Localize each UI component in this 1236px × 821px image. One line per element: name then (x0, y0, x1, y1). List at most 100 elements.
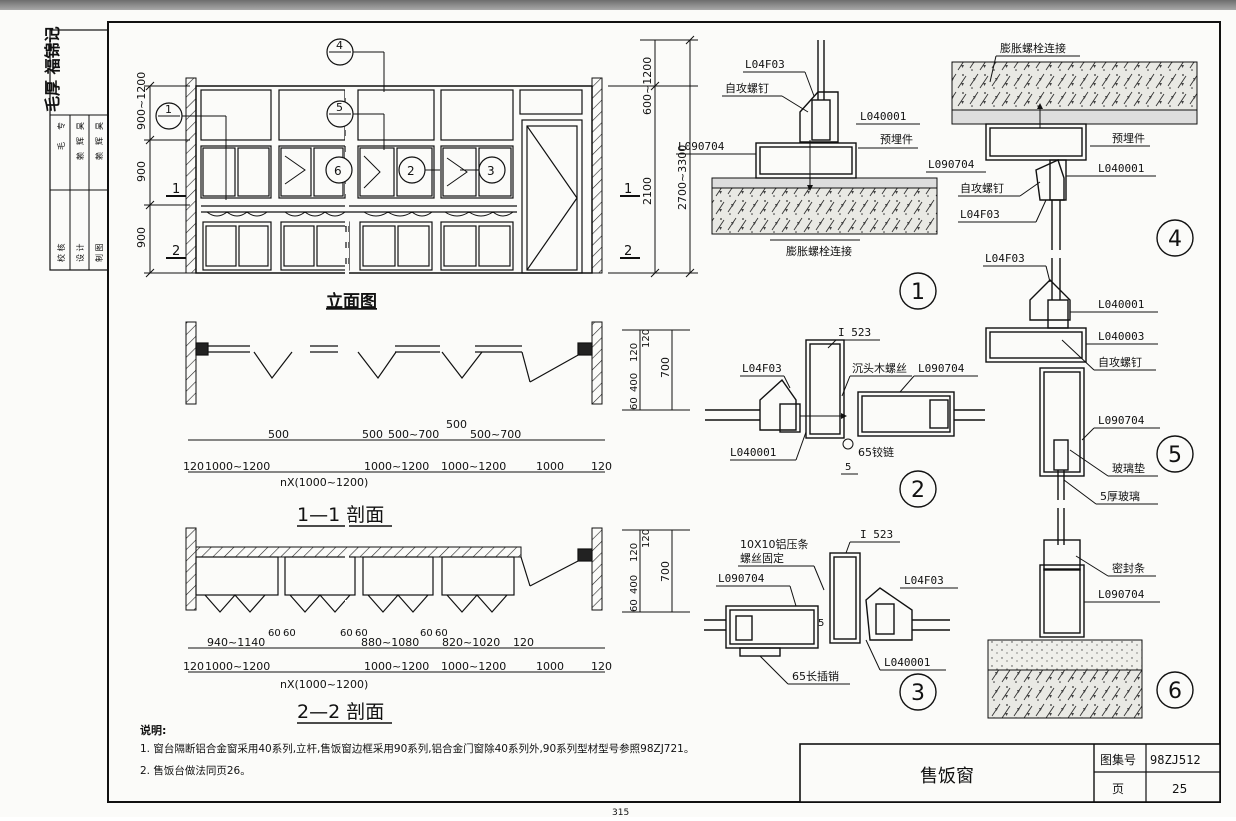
s2-dim-b4: 1000~1200 (441, 660, 506, 673)
d6-label-L090704: L090704 (1098, 588, 1145, 601)
notes: 说明: 1. 窗台隔断铝合金窗采用40系列,立杆,售饭窗边框采用90系列,铝合金… (140, 723, 694, 777)
s1-dim-b3: 1000~1200 (364, 460, 429, 473)
d3-label-bolt: 65长插销 (792, 669, 839, 683)
sign-label-design: 设 计 (75, 243, 85, 262)
elev-callout-2: 2 (407, 164, 415, 178)
s2-dim-top-3: 60 (283, 628, 296, 639)
s2-dim-b6: 120 (591, 660, 612, 673)
s2-dim-top-2: 60 (268, 628, 281, 639)
s1-dim-total-v: 700 (659, 357, 672, 378)
d4-label-L040001: L040001 (1098, 162, 1144, 175)
d3-label-5: 5 (818, 618, 824, 629)
sign-name-3: 昊 (76, 122, 85, 130)
section-2-title: 2—2 剖面 (297, 701, 384, 723)
s2-dim-b1: 120 (183, 660, 204, 673)
d3-label-L090704: L090704 (718, 572, 765, 585)
s1-dim-b2: 1000~1200 (205, 460, 270, 473)
atlas-number: 98ZJ512 (1150, 753, 1201, 767)
section-mark-2-left: 2 (172, 244, 180, 259)
s1-dim-top-2: 500 (362, 428, 383, 441)
s2-dim-top-4: 60 (340, 628, 353, 639)
detail-5: L04F03 L040001 L040003 自攻螺钉 L090704 玻璃垫 … (983, 252, 1194, 505)
d5-label-L040001: L040001 (1098, 298, 1144, 311)
elevation-title: 立面图 (326, 291, 377, 312)
title-block: 售饭窗 图集号 98ZJ512 页 25 (799, 743, 1221, 803)
sign-name-4: 赖 (94, 152, 104, 160)
note-2: 2. 售饭台做法同页26。 (140, 764, 251, 777)
detail-1: L04F03 自攻螺钉 L040001 L090704 预埋件 膨胀螺栓连接 1 (676, 40, 938, 310)
s1-dim-v2: 120 (641, 329, 652, 348)
s2-dim-b3: 1000~1200 (364, 660, 429, 673)
s2-dim-total-v: 700 (659, 561, 672, 582)
d5-label-screw: 自攻螺钉 (1098, 355, 1142, 369)
scanner-top-bar (0, 0, 1236, 10)
d5-label-L090704: L090704 (1098, 414, 1145, 427)
sign-role-2: 专 (56, 122, 66, 130)
elev-dim-right-total: 2700~3300 (676, 145, 689, 210)
sign-name-6: 昊 (95, 122, 104, 130)
d1-label-screw: 自攻螺钉 (725, 81, 769, 95)
d1-label-embed: 预埋件 (880, 133, 913, 146)
sign-name-1: 赖 (75, 152, 85, 160)
s2-dim-top-9: 820~1020 (442, 636, 500, 649)
section-2-view: 120 400 60 120 700 940~1140 60 60 60 60 … (183, 520, 690, 724)
s1-dim-v3: 400 (629, 373, 640, 392)
d2-number: 2 (911, 478, 925, 503)
elev-callout-3: 3 (487, 164, 495, 178)
section-1-title: 1—1 剖面 (297, 504, 384, 526)
s2-dim-v2: 120 (641, 529, 652, 548)
d1-label-L040001: L040001 (860, 110, 906, 123)
d3-number: 3 (911, 681, 925, 706)
d3-label-L04F03: L04F03 (904, 574, 944, 587)
s1-dim-b5: 1000 (536, 460, 564, 473)
s2-dim-top-7: 60 (420, 628, 433, 639)
d5-label-pad: 玻璃垫 (1112, 461, 1145, 475)
d4-label-L04F03: L04F03 (960, 208, 1000, 221)
d1-label-bolt: 膨胀螺栓连接 (786, 244, 852, 258)
sign-name-5: 辉 (95, 137, 104, 145)
d1-label-L090704: L090704 (678, 140, 725, 153)
s2-dim-v1: 120 (629, 543, 640, 562)
page-number: 25 (1172, 782, 1187, 796)
section-mark-2-right: 2 (624, 244, 632, 259)
s1-dim-v1: 120 (629, 343, 640, 362)
elev-dim-left-2: 900 (135, 161, 148, 182)
section-mark-1-right: 1 (624, 182, 632, 197)
title-text: 售饭窗 (920, 766, 974, 787)
elev-callout-1: 1 (165, 103, 172, 116)
handwritten-signature: 毛厚 福锦记 (43, 26, 62, 112)
s1-dim-b6: 120 (591, 460, 612, 473)
elev-callout-5: 5 (336, 101, 343, 114)
d3-label-strip: 10X10铝压条 (740, 537, 809, 551)
s2-dim-v3: 400 (629, 575, 640, 594)
s2-dim-top-10: 120 (513, 636, 534, 649)
detail-3: 10X10铝压条 螺丝固定 I 523 L090704 L04F03 5 L04… (704, 528, 958, 711)
note-1: 1. 窗台隔断铝合金窗采用40系列,立杆,售饭窗边框采用90系列,铝合金门窗除4… (140, 742, 694, 755)
s1-dim-total: nX(1000~1200) (280, 476, 368, 489)
d6-number: 6 (1168, 679, 1182, 704)
d4-number: 4 (1168, 227, 1182, 252)
d2-label-L04F03: L04F03 (742, 362, 782, 375)
d3-label-screwfix: 螺丝固定 (740, 551, 784, 565)
s1-dim-b1: 120 (183, 460, 204, 473)
sign-role-1: 毛 (56, 142, 66, 150)
d2-label-hinge: 65铰链 (858, 445, 894, 459)
s1-dim-top-1: 500 (268, 428, 289, 441)
s2-dim-top-8: 60 (435, 628, 448, 639)
s2-dim-b5: 1000 (536, 660, 564, 673)
s2-dim-total: nX(1000~1200) (280, 678, 368, 691)
d4-label-bolt: 膨胀螺栓连接 (1000, 41, 1066, 55)
elev-dim-left-1: 900~1200 (135, 72, 148, 130)
d1-label-L04F03: L04F03 (745, 58, 785, 71)
notes-heading: 说明: (140, 723, 166, 737)
d4-label-L090704: L090704 (928, 158, 975, 171)
s2-dim-v4: 60 (629, 599, 640, 612)
section-mark-1-left: 1 (172, 182, 180, 197)
s1-dim-top-3: 500~700 (388, 428, 439, 441)
d3-label-L040001: L040001 (884, 656, 930, 669)
d1-number: 1 (911, 280, 925, 305)
d6-label-seal: 密封条 (1112, 561, 1145, 575)
signature-block: 毛厚 福锦记 毛 专 赖 辉 昊 赖 辉 昊 校 核 设 计 制 图 (43, 26, 109, 271)
detail-6: 密封条 L090704 6 (987, 508, 1194, 719)
detail-4: 膨胀螺栓连接 预埋件 L090704 L040001 自攻螺钉 L04F03 4 (926, 41, 1198, 257)
